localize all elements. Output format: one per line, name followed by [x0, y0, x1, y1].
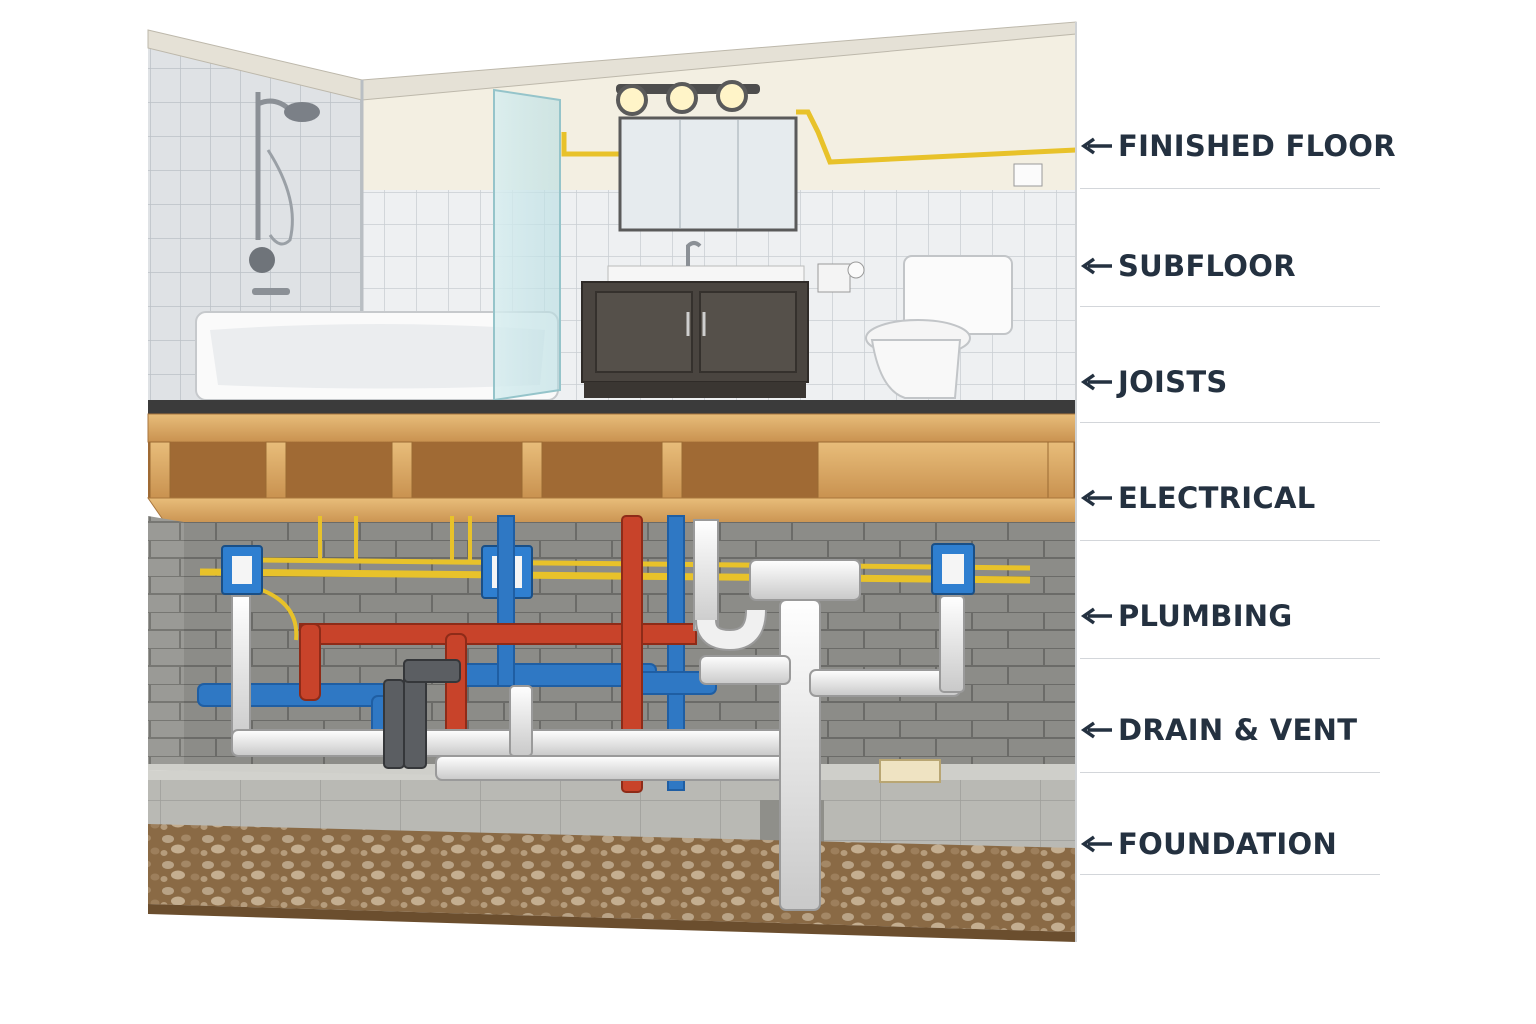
hot-water-supply [299, 515, 697, 793]
label-joists: JOISTS [1080, 362, 1380, 402]
label-divider [1080, 188, 1380, 189]
toilet-paper-holder-icon [817, 261, 865, 293]
floor-assembly [147, 400, 1077, 525]
arrow-left-icon [1080, 489, 1112, 507]
label-divider [1080, 772, 1380, 773]
label-foundation: FOUNDATION [1080, 824, 1380, 864]
label-subfloor: SUBFLOOR [1080, 246, 1380, 286]
arrow-left-icon [1080, 607, 1112, 625]
joists [149, 441, 1075, 499]
bathroom-room [147, 21, 1077, 410]
label-text: ELECTRICAL [1118, 481, 1316, 515]
arrow-left-icon [1080, 137, 1112, 155]
electrical-system [199, 516, 1031, 641]
label-divider [1080, 658, 1380, 659]
arrow-left-icon [1080, 721, 1112, 739]
slab-and-soil [148, 764, 1076, 942]
arrow-left-icon [1080, 835, 1112, 853]
drain-cast-iron [383, 659, 461, 769]
outlet-icon [942, 554, 964, 584]
label-drain-vent: DRAIN & VENT [1080, 710, 1380, 750]
toilet-icon [865, 255, 1013, 399]
sink-vanity-icon [581, 241, 809, 398]
label-text: PLUMBING [1118, 599, 1293, 633]
label-text: FOUNDATION [1118, 827, 1338, 861]
rim-board [147, 497, 1077, 525]
label-finished-floor: FINISHED FLOOR [1080, 126, 1396, 166]
subfloor-layer [147, 413, 1077, 443]
gravel-base [148, 824, 1076, 932]
junction-box-icon [221, 545, 263, 595]
label-divider [1080, 874, 1380, 875]
bathtub-icon [195, 311, 559, 401]
label-plumbing: PLUMBING [1080, 596, 1380, 636]
outlet-icon [232, 556, 252, 584]
label-text: FINISHED FLOOR [1118, 129, 1396, 163]
mirror-icon [618, 116, 798, 232]
vanity-light-icon [616, 80, 760, 116]
junction-box-icon [931, 543, 975, 595]
finished-floor-layer [148, 400, 1076, 414]
cold-water-supply [197, 515, 717, 791]
arrow-left-icon [1080, 257, 1112, 275]
cleanout-cap-icon [879, 759, 941, 783]
label-electrical: ELECTRICAL [1080, 478, 1380, 518]
label-text: DRAIN & VENT [1118, 713, 1358, 747]
light-switch-icon [1013, 163, 1043, 187]
label-divider [1080, 540, 1380, 541]
label-divider [1080, 422, 1380, 423]
drain-vent-system [231, 519, 965, 911]
label-text: SUBFLOOR [1118, 249, 1296, 283]
p-trap-icon [695, 609, 767, 652]
arrow-left-icon [1080, 373, 1112, 391]
label-divider [1080, 306, 1380, 307]
wall-wiring [561, 109, 1077, 165]
glass-shower-panel-icon [493, 88, 561, 402]
label-text: JOISTS [1118, 365, 1228, 399]
shower-head-icon [249, 92, 320, 295]
